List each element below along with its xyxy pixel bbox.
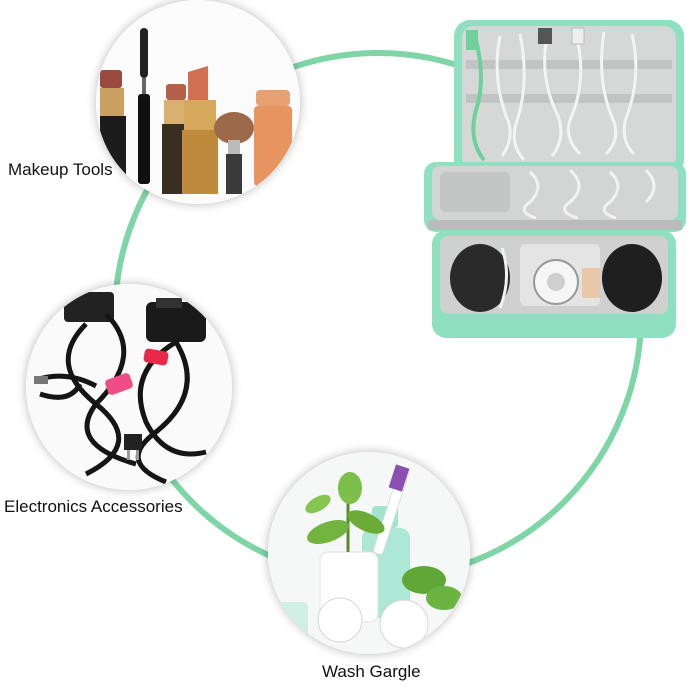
makeup-tools-photo [96, 0, 300, 204]
electronics-cables-photo [26, 284, 232, 490]
wash-gargle-photo [268, 452, 470, 654]
wash-gargle-label: Wash Gargle [322, 662, 421, 681]
electronics-accessories-label: Electronics Accessories [4, 497, 183, 516]
makeup-tools-label: Makeup Tools [8, 160, 113, 179]
organizer-bag-image [420, 16, 688, 342]
